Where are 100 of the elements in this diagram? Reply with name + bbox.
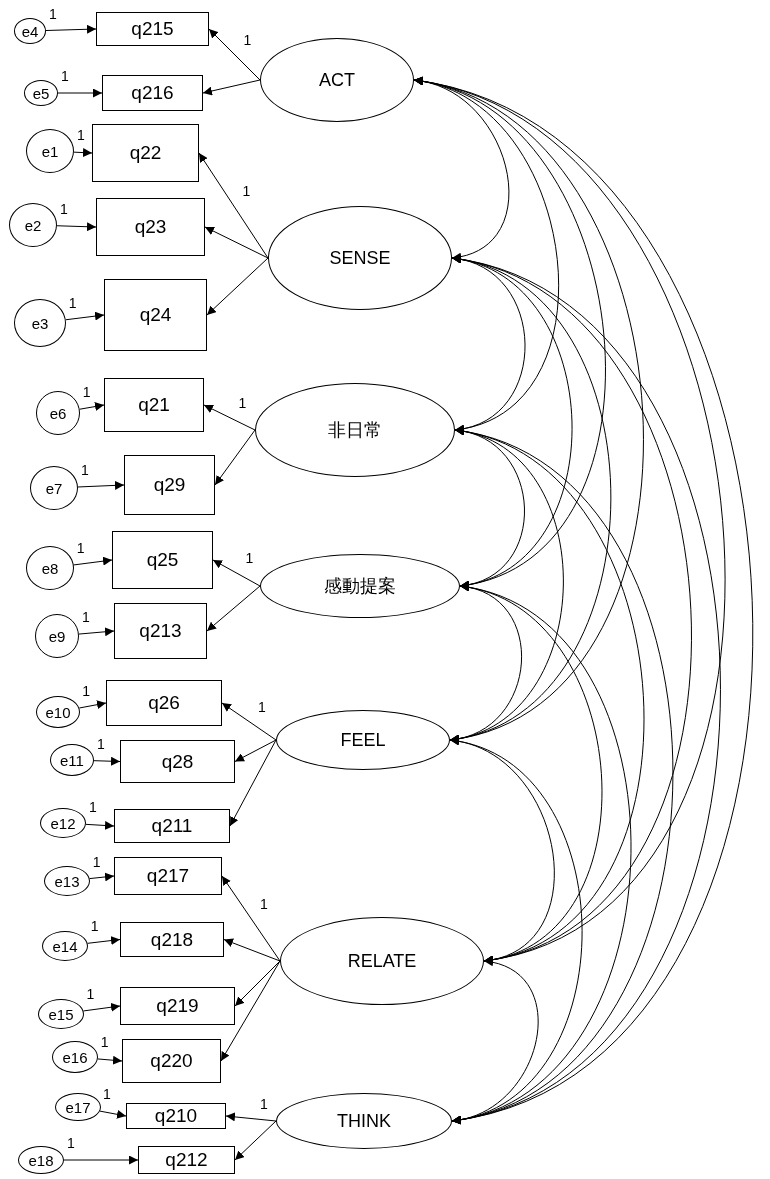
observed-variable-box <box>114 603 207 659</box>
error-arrow <box>77 480 125 490</box>
edge-label: 1 <box>80 610 91 625</box>
path-arrow <box>202 79 261 96</box>
edge-label: 1 <box>242 32 253 47</box>
variable-name: q22 <box>129 142 162 164</box>
error-term-circle <box>36 696 80 728</box>
variable-name: q25 <box>146 549 179 571</box>
error-arrow <box>45 24 97 34</box>
path-arrow <box>223 938 281 962</box>
edge-label: 1 <box>95 736 106 751</box>
edge-label: 1 <box>244 551 255 565</box>
edge-label: 1 <box>81 385 92 400</box>
error-term-circle <box>24 80 58 106</box>
path-arrow <box>206 257 269 316</box>
variable-name: e11 <box>60 751 84 769</box>
error-arrow <box>89 872 115 882</box>
path-arrow <box>221 702 277 741</box>
variable-name: q24 <box>139 304 172 326</box>
variable-name: q211 <box>151 815 193 837</box>
observed-variable-box <box>104 378 204 432</box>
variable-name: q29 <box>153 474 186 496</box>
edge-label: 1 <box>89 919 100 934</box>
path-arrow <box>225 1112 277 1122</box>
edge-label: 1 <box>79 462 90 477</box>
variable-name: e13 <box>54 872 80 890</box>
error-term-circle <box>26 546 74 590</box>
observed-variable-box <box>120 922 224 957</box>
path-arrow <box>221 875 281 962</box>
variable-name: e17 <box>65 1098 91 1116</box>
edge-label: 1 <box>81 684 92 698</box>
edge-label: 1 <box>75 128 86 143</box>
path-arrow <box>208 28 261 81</box>
observed-variable-box <box>102 75 203 111</box>
observed-variable-box <box>114 809 230 843</box>
error-arrow <box>78 700 107 710</box>
variable-name: e15 <box>48 1005 74 1023</box>
variable-name: q23 <box>134 216 167 238</box>
error-term-circle <box>50 744 94 776</box>
path-arrow <box>220 960 281 1062</box>
covariance-arrow <box>449 583 522 743</box>
edge-label: 1 <box>99 1034 110 1049</box>
variable-name: RELATE <box>347 950 417 972</box>
error-term-circle <box>30 466 78 510</box>
error-term-circle <box>38 999 84 1029</box>
edge-label: 1 <box>85 986 96 1001</box>
edge-label: 1 <box>91 854 102 869</box>
error-term-circle <box>35 614 79 658</box>
edge-label: 1 <box>101 1087 112 1102</box>
path-arrow <box>234 1120 277 1161</box>
variable-name: q212 <box>165 1149 208 1171</box>
error-arrow <box>87 936 121 946</box>
edge-label: 1 <box>67 295 78 310</box>
error-term-circle <box>55 1093 101 1121</box>
variable-name: ACT <box>319 69 355 91</box>
observed-variable-box <box>124 455 215 515</box>
variable-name: q21 <box>138 394 170 416</box>
variable-name: FEEL <box>340 729 386 751</box>
variable-name: q217 <box>146 865 190 887</box>
variable-name: q219 <box>156 995 199 1017</box>
error-term-circle <box>44 866 90 896</box>
variable-name: e4 <box>21 22 39 40</box>
variable-name: q216 <box>131 82 174 104</box>
variable-name: e3 <box>31 314 49 332</box>
path-arrow <box>234 739 277 762</box>
error-arrow <box>73 148 93 158</box>
error-term-circle <box>42 931 88 961</box>
variable-name: SENSE <box>329 247 391 269</box>
variable-name: 非日常 <box>328 419 382 442</box>
error-term-circle <box>36 391 80 435</box>
edge-label: 1 <box>237 395 248 410</box>
path-arrow <box>214 429 256 486</box>
variable-name: THINK <box>337 1110 391 1132</box>
observed-variable-box <box>122 1039 221 1083</box>
edge-label: 1 <box>257 699 267 714</box>
variable-name: q28 <box>161 750 194 773</box>
error-term-circle <box>14 299 66 347</box>
variable-name: e8 <box>41 559 59 577</box>
error-term-circle <box>52 1041 98 1073</box>
observed-variable-box <box>112 531 213 589</box>
variable-name: q220 <box>150 1050 193 1072</box>
observed-variable-box <box>120 987 235 1025</box>
error-term-circle <box>18 1146 64 1174</box>
observed-variable-box <box>96 12 209 46</box>
edge-label: 1 <box>75 540 86 555</box>
path-arrow <box>198 152 269 259</box>
path-arrow <box>234 960 281 1007</box>
error-term-circle <box>26 129 74 173</box>
path-arrow <box>204 226 269 259</box>
error-term-circle <box>40 808 86 838</box>
variable-name: e16 <box>62 1048 88 1066</box>
edge-label: 1 <box>241 183 252 198</box>
observed-variable-box <box>120 740 235 783</box>
variable-name: e7 <box>45 479 63 497</box>
error-arrow <box>93 756 121 766</box>
error-arrow <box>78 627 115 637</box>
variable-name: e10 <box>45 703 71 721</box>
path-arrow <box>206 585 261 632</box>
variable-name: e9 <box>48 627 66 645</box>
path-arrow <box>229 739 277 827</box>
